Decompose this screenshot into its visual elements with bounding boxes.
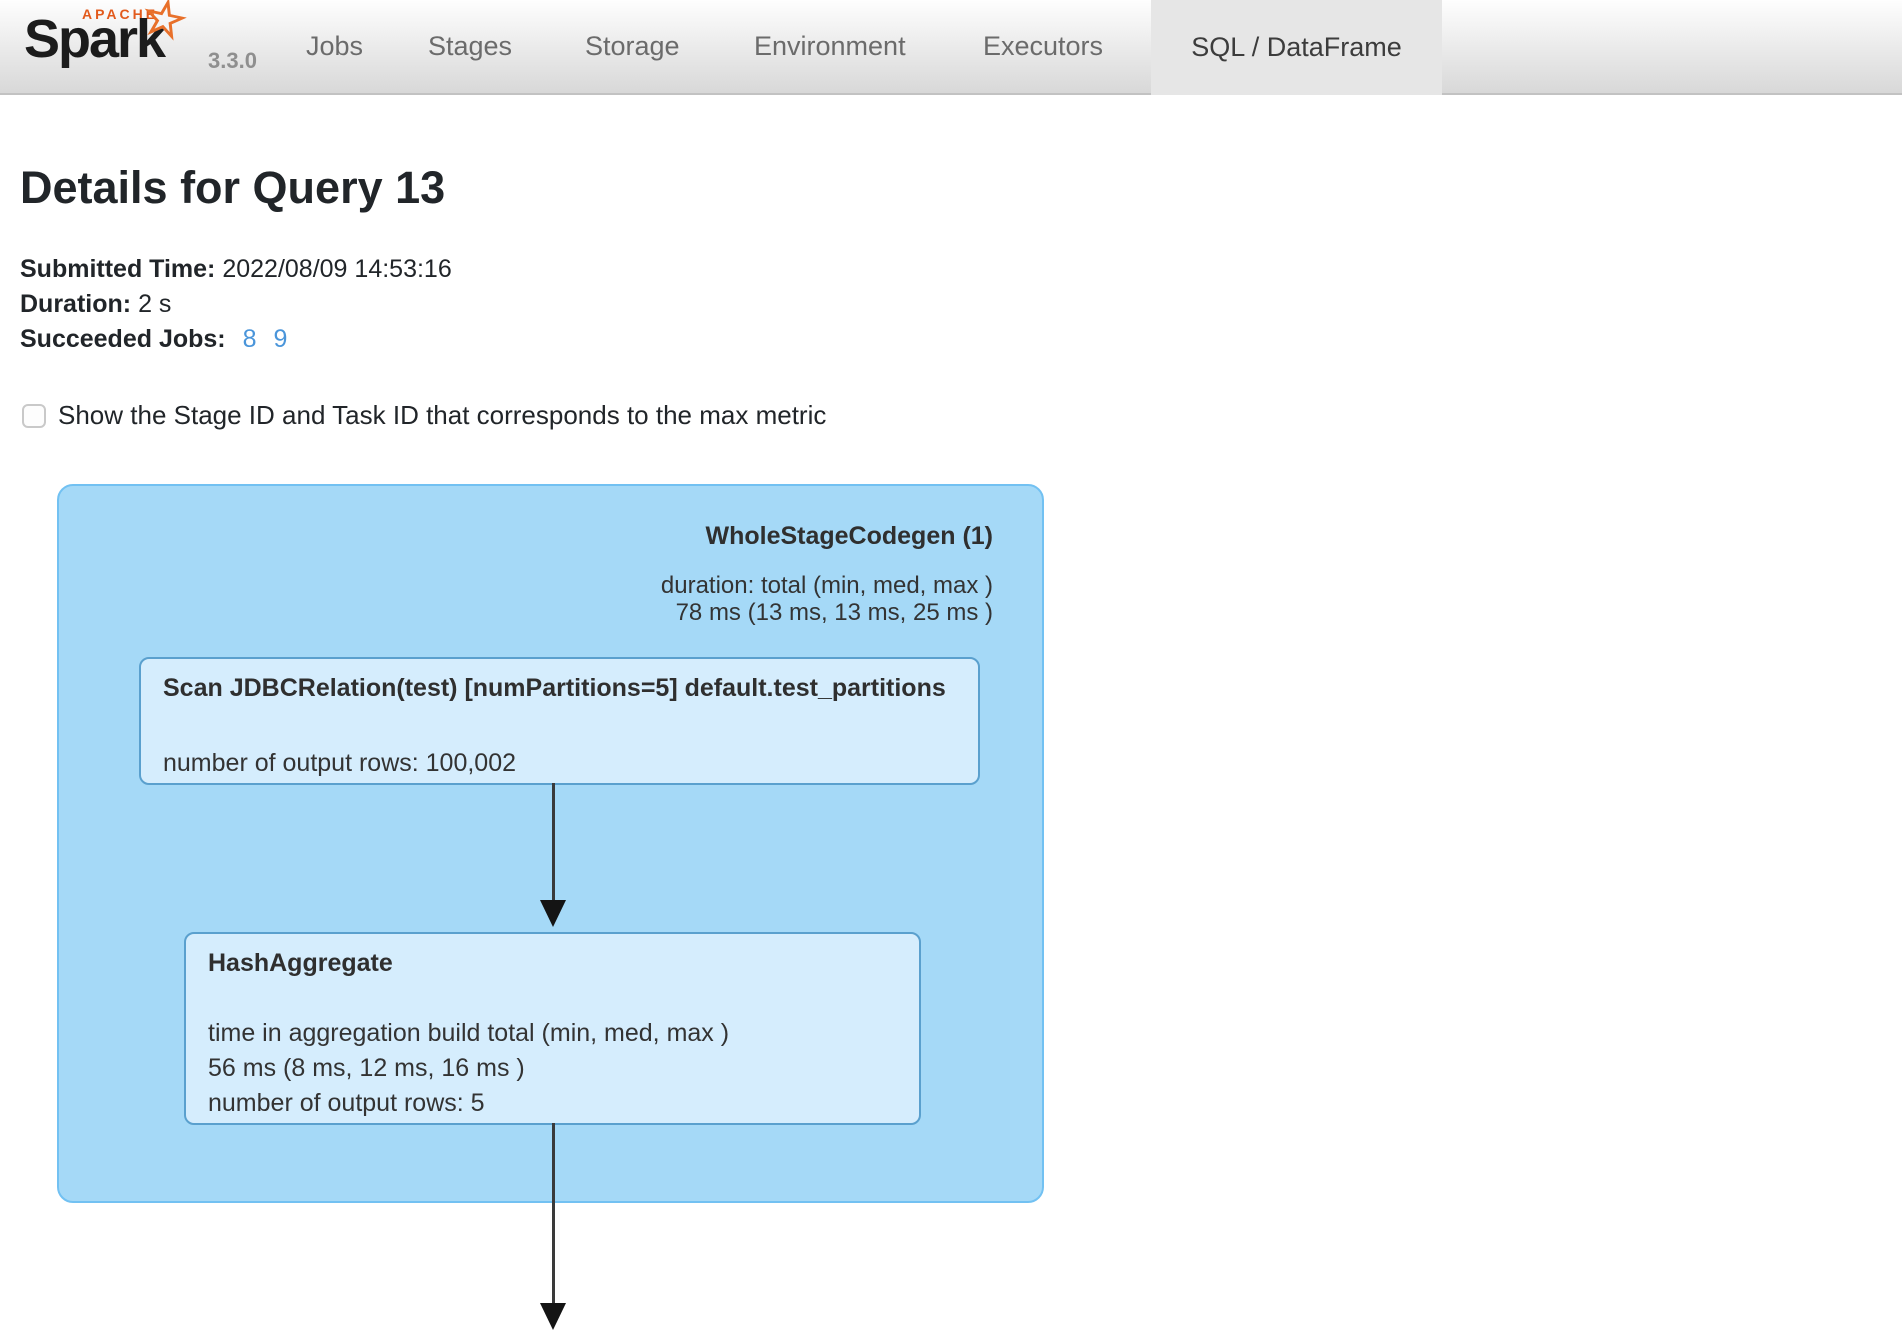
spark-version-label: 3.3.0: [208, 48, 257, 73]
job-link-8[interactable]: 8: [242, 325, 257, 353]
spark-logo-wordmark: Spark: [24, 9, 166, 69]
node-metric-line: number of output rows: 5: [208, 1089, 485, 1117]
node-scan-jdbcrelation[interactable]: Scan JDBCRelation(test) [numPartitions=5…: [139, 657, 980, 785]
show-max-metric-label: Show the Stage ID and Task ID that corre…: [58, 400, 827, 430]
cluster-metric-line: duration: total (min, med, max ): [660, 572, 993, 599]
query-meta: Submitted Time: 2022/08/09 14:53:16 Dura…: [20, 252, 452, 357]
meta-submitted-time: Submitted Time: 2022/08/09 14:53:16: [20, 252, 452, 287]
meta-submitted-time-value: 2022/08/09 14:53:16: [222, 255, 452, 283]
top-navbar: APACHE Spark ☆ 3.3.0 Jobs Stages Storage…: [0, 0, 1902, 95]
cluster-header: WholeStageCodegen (1) duration: total (m…: [661, 522, 993, 626]
edge-hashaggregate-down: [552, 1123, 555, 1305]
node-metric-line: number of output rows: 100,002: [163, 749, 517, 777]
meta-duration-value: 2 s: [138, 290, 172, 318]
cluster-metrics: duration: total (min, med, max ) 78 ms (…: [661, 572, 993, 626]
arrowhead-icon: [540, 900, 566, 927]
node-scan-title: Scan JDBCRelation(test) [numPartitions=5…: [163, 674, 946, 702]
tab-storage[interactable]: Storage: [585, 31, 680, 61]
meta-duration-label: Duration:: [20, 290, 132, 318]
node-hashaggregate[interactable]: HashAggregate time in aggregation build …: [184, 932, 921, 1125]
node-scan-metrics: number of output rows: 100,002: [163, 746, 956, 781]
edge-scan-to-hashaggregate: [552, 783, 555, 902]
tab-jobs[interactable]: Jobs: [306, 31, 364, 61]
spark-logo: APACHE Spark ☆ 3.3.0: [20, 0, 260, 95]
page-title: Details for Query 13: [20, 162, 446, 213]
show-max-metric-checkbox[interactable]: [22, 403, 46, 428]
meta-duration: Duration: 2 s: [20, 287, 452, 322]
tab-sql-dataframe-active[interactable]: SQL / DataFrame: [1151, 0, 1442, 95]
tab-stages[interactable]: Stages: [428, 31, 513, 61]
node-metric-line: time in aggregation build total (min, me…: [208, 1019, 730, 1047]
spark-logo-star-icon: ☆: [136, 0, 193, 52]
meta-succeeded-jobs-label: Succeeded Jobs:: [20, 325, 226, 353]
tab-executors[interactable]: Executors: [983, 31, 1104, 61]
node-hashaggregate-title: HashAggregate: [208, 949, 393, 977]
job-link-9[interactable]: 9: [273, 325, 288, 353]
tab-environment[interactable]: Environment: [754, 31, 906, 61]
node-hashaggregate-metrics: time in aggregation build total (min, me…: [208, 1016, 897, 1121]
meta-succeeded-jobs: Succeeded Jobs: 8 9: [20, 322, 452, 357]
max-metric-toggle-row: Show the Stage ID and Task ID that corre…: [22, 400, 826, 431]
cluster-metric-line: 78 ms (13 ms, 13 ms, 25 ms ): [675, 599, 993, 626]
meta-submitted-time-label: Submitted Time:: [20, 255, 216, 283]
arrowhead-icon: [540, 1303, 566, 1330]
wholestagecodegen-cluster: WholeStageCodegen (1) duration: total (m…: [57, 484, 1044, 1203]
node-metric-line: 56 ms (8 ms, 12 ms, 16 ms ): [208, 1054, 525, 1082]
spark-logo-apache-text: APACHE: [82, 6, 159, 22]
cluster-title: WholeStageCodegen (1): [705, 522, 993, 550]
